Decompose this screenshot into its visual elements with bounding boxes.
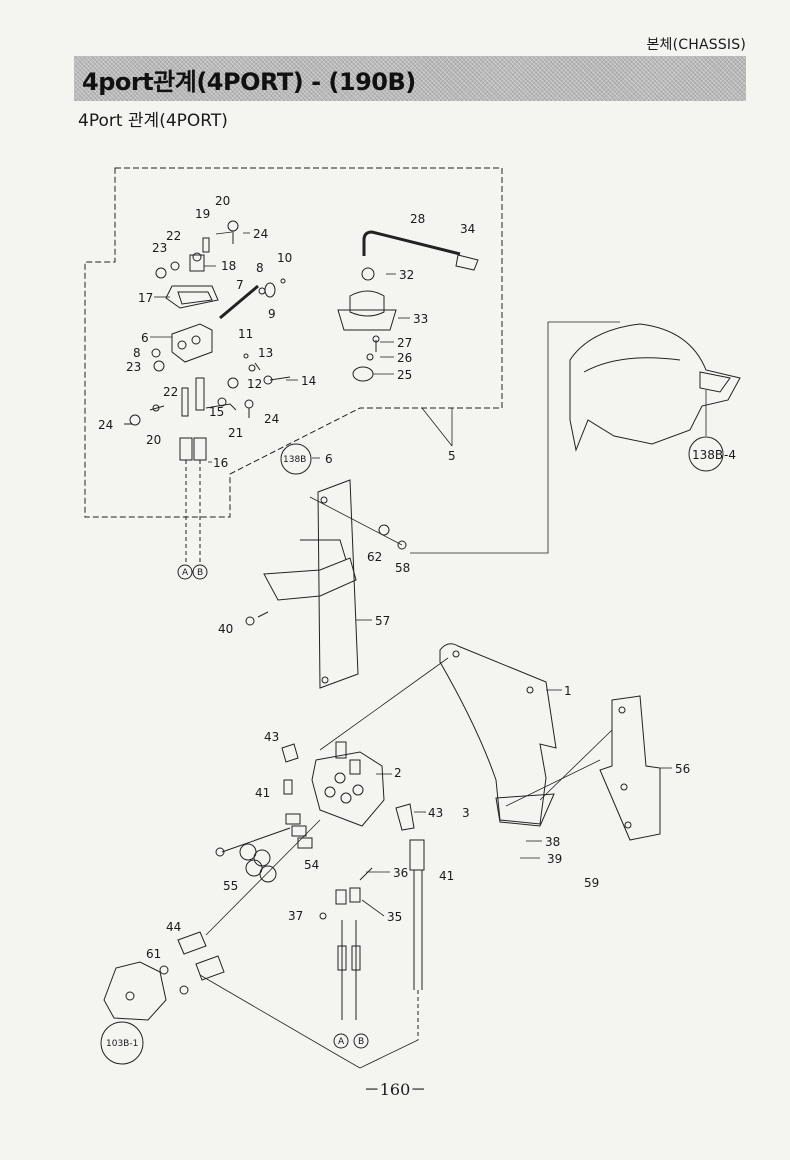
mark-circle-a1 (177, 564, 193, 580)
mark-b-upper: B (197, 568, 203, 578)
callout-11: 11 (238, 327, 253, 341)
callout-36: 36 (393, 866, 408, 880)
callout-10: 10 (277, 251, 292, 265)
bracket-57 (245, 479, 407, 689)
callout-41: 41 (255, 786, 270, 800)
bracket-56 (599, 695, 661, 841)
callout-25: 25 (397, 368, 412, 382)
callout-20: 20 (215, 194, 230, 208)
ref-circle-103b-1 (100, 1021, 144, 1065)
mark-circle-a2 (333, 1033, 349, 1049)
callout-14: 14 (301, 374, 316, 388)
callout-16: 16 (213, 456, 228, 470)
callout-28: 28 (410, 212, 425, 226)
callout-23: 23 (152, 241, 167, 255)
fittings (239, 813, 313, 883)
callout-4-dash: -4 (724, 448, 736, 462)
ref-label-138b-4: 138B (692, 448, 723, 462)
callout-8: 8 (256, 261, 264, 275)
callout-19: 19 (195, 207, 210, 221)
callout-58: 58 (395, 561, 410, 575)
callout-8b: 8 (133, 346, 141, 360)
ref-circle-138b-4 (688, 436, 724, 472)
assembly-boundary-dashed (84, 167, 503, 518)
callout-32: 32 (399, 268, 414, 282)
mark-circle-b1 (192, 564, 208, 580)
callout-5: 5 (448, 449, 456, 463)
callout-55: 55 (223, 879, 238, 893)
cable-ends (319, 867, 373, 1020)
section-header: 본체(CHASSIS) (646, 37, 746, 53)
callout-26: 26 (397, 351, 412, 365)
callout-38: 38 (545, 835, 560, 849)
callout-43: 43 (264, 730, 279, 744)
pump-part (103, 931, 225, 1021)
callout-24c: 24 (98, 418, 113, 432)
control-valve (215, 741, 415, 857)
page-title: 4port관계(4PORT) - (190B) (82, 68, 416, 96)
mark-a-lower: A (338, 1037, 345, 1047)
callout-37: 37 (288, 909, 303, 923)
hose-41 (409, 839, 425, 1040)
callout-18: 18 (221, 259, 236, 273)
page-subtitle: 4Port 관계(4PORT) (78, 111, 228, 131)
callout-41b: 41 (439, 869, 454, 883)
callout-20b: 20 (146, 433, 161, 447)
callout-3: 3 (462, 806, 470, 820)
callout-56: 56 (675, 762, 690, 776)
callout-54: 54 (304, 858, 319, 872)
ref-label-103b-1: 103B-1 (106, 1039, 138, 1049)
callout-6-dash: 6 (325, 452, 333, 466)
callout-43b: 43 (428, 806, 443, 820)
mark-a-upper: A (182, 568, 189, 578)
callout-13: 13 (258, 346, 273, 360)
callout-44: 44 (166, 920, 181, 934)
callout-62: 62 (367, 550, 382, 564)
mark-circle-b2 (353, 1033, 369, 1049)
callout-15: 15 (209, 405, 224, 419)
leader-lines (150, 231, 707, 1069)
plate-1 (439, 643, 557, 827)
ref-circle-138b-6 (280, 443, 312, 475)
callout-21: 21 (228, 426, 243, 440)
lever-valve-parts (124, 220, 291, 565)
fender-part (569, 323, 741, 452)
callout-34: 34 (460, 222, 475, 236)
callout-24: 24 (253, 227, 268, 241)
callout-40: 40 (218, 622, 233, 636)
callout-9: 9 (268, 307, 276, 321)
callout-61: 61 (146, 947, 161, 961)
callout-1: 1 (564, 684, 572, 698)
title-bar: 4port관계(4PORT) - (190B) (74, 56, 746, 101)
callout-2: 2 (394, 766, 402, 780)
mark-b-lower: B (358, 1037, 364, 1047)
callout-33: 33 (413, 312, 428, 326)
callout-57: 57 (375, 614, 390, 628)
callout-23b: 23 (126, 360, 141, 374)
shift-lever-parts (337, 230, 479, 382)
ref-label-138b: 138B (283, 455, 306, 465)
callout-12: 12 (247, 377, 262, 391)
callout-59: 59 (584, 876, 599, 890)
callout-24b: 24 (264, 412, 279, 426)
callout-6: 6 (141, 331, 149, 345)
callout-22: 22 (166, 229, 181, 243)
callout-35: 35 (387, 910, 402, 924)
page-number: －160－ (363, 1080, 427, 1099)
callout-39: 39 (547, 852, 562, 866)
callout-17: 17 (138, 291, 153, 305)
callout-7: 7 (236, 278, 244, 292)
callout-27: 27 (397, 336, 412, 350)
callout-22b: 22 (163, 385, 178, 399)
